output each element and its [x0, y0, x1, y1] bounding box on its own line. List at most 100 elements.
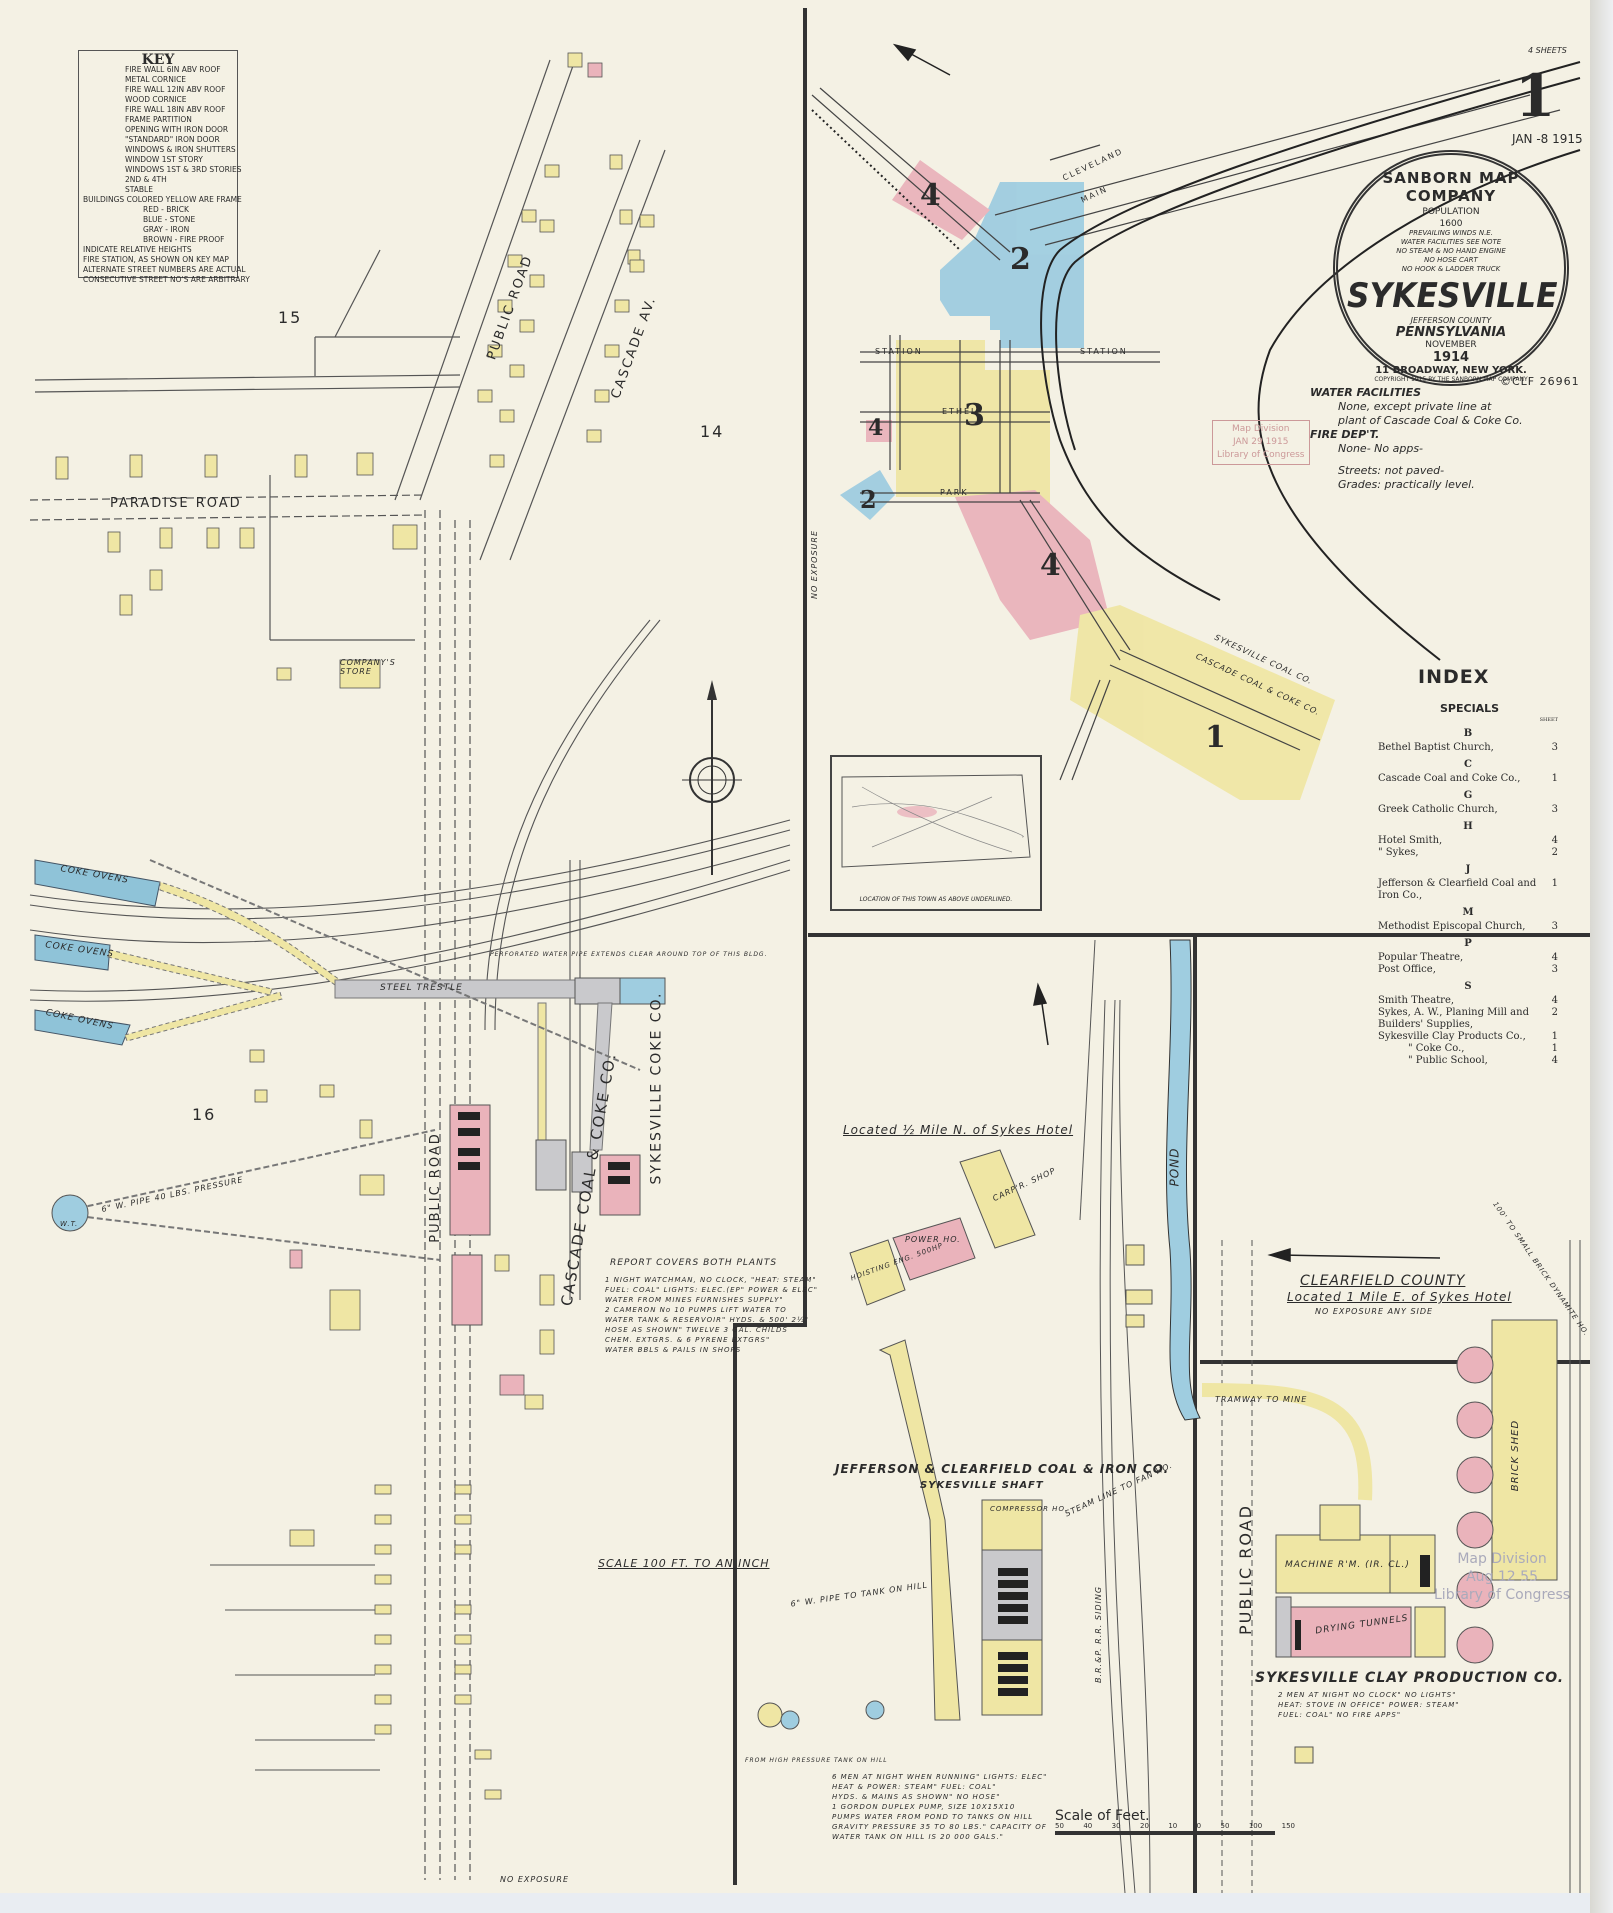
streets-note: Streets: not paved- — [1338, 464, 1445, 477]
clay-title: SYKESVILLE CLAY PRODUCTION CO. — [1255, 1670, 1565, 1686]
survey-month: NOVEMBER — [1425, 340, 1477, 350]
fire-heading: FIRE DEP'T. — [1310, 428, 1380, 441]
sheet-number: 1 — [1515, 62, 1556, 130]
index-letter: C — [1464, 759, 1472, 770]
tramway-label: TRAMWAY TO MINE — [1215, 1395, 1308, 1404]
jcc-siding-label: B.R.&P. R.R. SIDING — [1094, 1585, 1104, 1684]
grades-note: Grades: practically level. — [1338, 478, 1475, 491]
key-row: STABLE — [125, 185, 153, 194]
block-number: 15 — [278, 308, 303, 327]
reservoir-label: W.T. — [60, 1220, 79, 1228]
index-entry: Bethel Baptist Church,3 — [1378, 742, 1558, 753]
sheet-area-3[interactable]: 3 — [964, 398, 985, 433]
index-letter: P — [1464, 938, 1472, 949]
road-label-public: PUBLIC ROAD — [427, 1132, 443, 1243]
index-sheet-label: SHEET — [1539, 717, 1558, 723]
population-value: 1600 — [1439, 219, 1463, 229]
key-row: FIRE WALL 6IN ABV ROOF — [125, 65, 221, 74]
index-entry: " Public School,4 — [1408, 1055, 1558, 1066]
locator-caption: LOCATION OF THIS TOWN AS ABOVE UNDERLINE… — [859, 896, 1013, 903]
scale-of-feet: Scale of Feet. — [1055, 1808, 1150, 1824]
index-entry: Cascade Coal and Coke Co.,1 — [1378, 773, 1558, 784]
water-heading: WATER FACILITIES — [1310, 386, 1422, 399]
sykesville-coke-label: SYKESVILLE COKE CO. — [648, 991, 665, 1185]
clay-exposure: NO EXPOSURE ANY SIDE — [1315, 1307, 1434, 1316]
road-label-public: PUBLIC ROAD — [1235, 1504, 1255, 1635]
sheet-area-2[interactable]: 2 — [860, 485, 877, 514]
key-fire-station: FIRE STATION, AS SHOWN ON KEY MAP — [83, 255, 229, 264]
page-edge — [1590, 0, 1613, 1913]
street-label: PARK — [940, 488, 969, 497]
index-letter: S — [1464, 981, 1472, 992]
steel-trestle-label: STEEL TRESTLE — [380, 983, 463, 993]
index-entry: " Sykes,2 — [1378, 847, 1558, 858]
key-title: KEY — [141, 52, 175, 68]
key-color-gray: GRAY - IRON — [143, 225, 190, 234]
clay-report-text: 2 MEN AT NIGHT NO CLOCK" NO LIGHTS"HEAT:… — [1278, 1691, 1460, 1719]
index-entry: Popular Theatre,4 — [1378, 952, 1558, 963]
seal-note: NO STEAM & NO HAND ENGINE — [1396, 247, 1506, 255]
block-number: 16 — [192, 1105, 217, 1124]
street-label: STATION — [1080, 347, 1128, 356]
block-number: 14 — [700, 422, 725, 441]
street-label: STATION — [875, 347, 923, 356]
index-entry: Post Office,3 — [1378, 964, 1558, 975]
seal-note: PREVAILING WINDS N.E. — [1409, 229, 1493, 237]
index-letter: M — [1462, 907, 1474, 918]
key-row: WINDOWS 1ST & 3RD STORIES — [125, 165, 242, 174]
town-name: SYKESVILLE — [1347, 276, 1558, 316]
key-row: "STANDARD" IRON DOOR — [125, 135, 220, 144]
sheet-area-4[interactable]: 4 — [868, 415, 884, 441]
specials-index: INDEX SPECIALS SHEET B Bethel Baptist Ch… — [1378, 666, 1558, 1067]
index-entry: Jefferson & Clearfield Coal and Iron Co.… — [1378, 878, 1558, 901]
company-store-label: COMPANY'S STORE — [340, 658, 396, 676]
index-letter: B — [1463, 728, 1473, 739]
jcc-building: COMPRESSOR HO. — [990, 1505, 1068, 1513]
index-entry: Methodist Episcopal Church,3 — [1378, 921, 1558, 932]
index-title: INDEX — [1418, 666, 1490, 688]
county-name: JEFFERSON COUNTY — [1410, 316, 1492, 325]
key-row: 2ND & 4TH — [125, 175, 167, 184]
jcc-building: POWER HO. — [905, 1235, 961, 1244]
state-locator-inset: LOCATION OF THIS TOWN AS ABOVE UNDERLINE… — [830, 755, 1042, 911]
jcc-subtitle: SYKESVILLE SHAFT — [920, 1480, 1044, 1491]
index-letter: G — [1463, 790, 1473, 801]
jcc-location: Located ½ Mile N. of Sykes Hotel — [843, 1123, 1074, 1137]
sheet-count: 4 SHEETS — [1528, 46, 1567, 55]
seal-note: WATER FACILITIES SEE NOTE — [1400, 238, 1502, 246]
report-title: REPORT COVERS BOTH PLANTS — [610, 1258, 778, 1268]
index-entry: Sykesville Clay Products Co.,1 — [1378, 1031, 1558, 1042]
sheet-area-4[interactable]: 4 — [1040, 548, 1061, 583]
sheet-area-1[interactable]: 1 — [1205, 720, 1226, 755]
copyright-registration: ©CLF 26961 — [1500, 375, 1580, 388]
jcc-title: JEFFERSON & CLEARFIELD COAL & IRON CO. — [835, 1462, 1170, 1476]
key-row: FIRE WALL 18IN ABV ROOF — [125, 105, 226, 114]
sheet-area-4[interactable]: 4 — [920, 178, 941, 213]
seal-note: NO HOOK & LADDER TRUCK — [1401, 265, 1501, 273]
map-key-legend: KEY FIRE WALL 6IN ABV ROOF METAL CORNICE… — [78, 50, 250, 284]
key-color-brown: BROWN - FIRE PROOF — [143, 235, 225, 244]
clay-building: BRICK SHED — [1510, 1419, 1522, 1492]
clay-location: Located 1 Mile E. of Sykes Hotel — [1287, 1290, 1512, 1304]
index-entry: Hotel Smith,4 — [1378, 835, 1558, 846]
key-cons-numbers: CONSECUTIVE STREET NO'S ARE ARBITRARY — [83, 275, 250, 284]
jcc-report-text: 6 MEN AT NIGHT WHEN RUNNING" LIGHTS: ELE… — [832, 1773, 1048, 1841]
key-color-red: RED - BRICK — [143, 205, 189, 214]
perforated-note: PERFORATED WATER PIPE EXTENDS CLEAR AROU… — [490, 951, 768, 958]
map-sheet: KEY FIRE WALL 6IN ABV ROOF METAL CORNICE… — [0, 0, 1590, 1893]
key-row: WOOD CORNICE — [125, 95, 187, 104]
index-letter: H — [1463, 821, 1473, 832]
key-color-blue: BLUE - STONE — [143, 215, 196, 224]
high-pressure-label: FROM HIGH PRESSURE TANK ON HILL — [745, 1757, 888, 1764]
publisher-address: 11 BROADWAY, NEW YORK. — [1375, 365, 1527, 376]
fire-text: None- No apps- — [1338, 442, 1424, 455]
index-letter: J — [1465, 864, 1471, 875]
seal-note: NO HOSE CART — [1424, 256, 1478, 264]
pond-label: POND — [1167, 1147, 1182, 1187]
key-row: WINDOWS & IRON SHUTTERS — [125, 145, 236, 154]
sheet-area-2[interactable]: 2 — [1010, 242, 1031, 277]
exposure-label: NO EXPOSURE — [500, 1875, 570, 1884]
